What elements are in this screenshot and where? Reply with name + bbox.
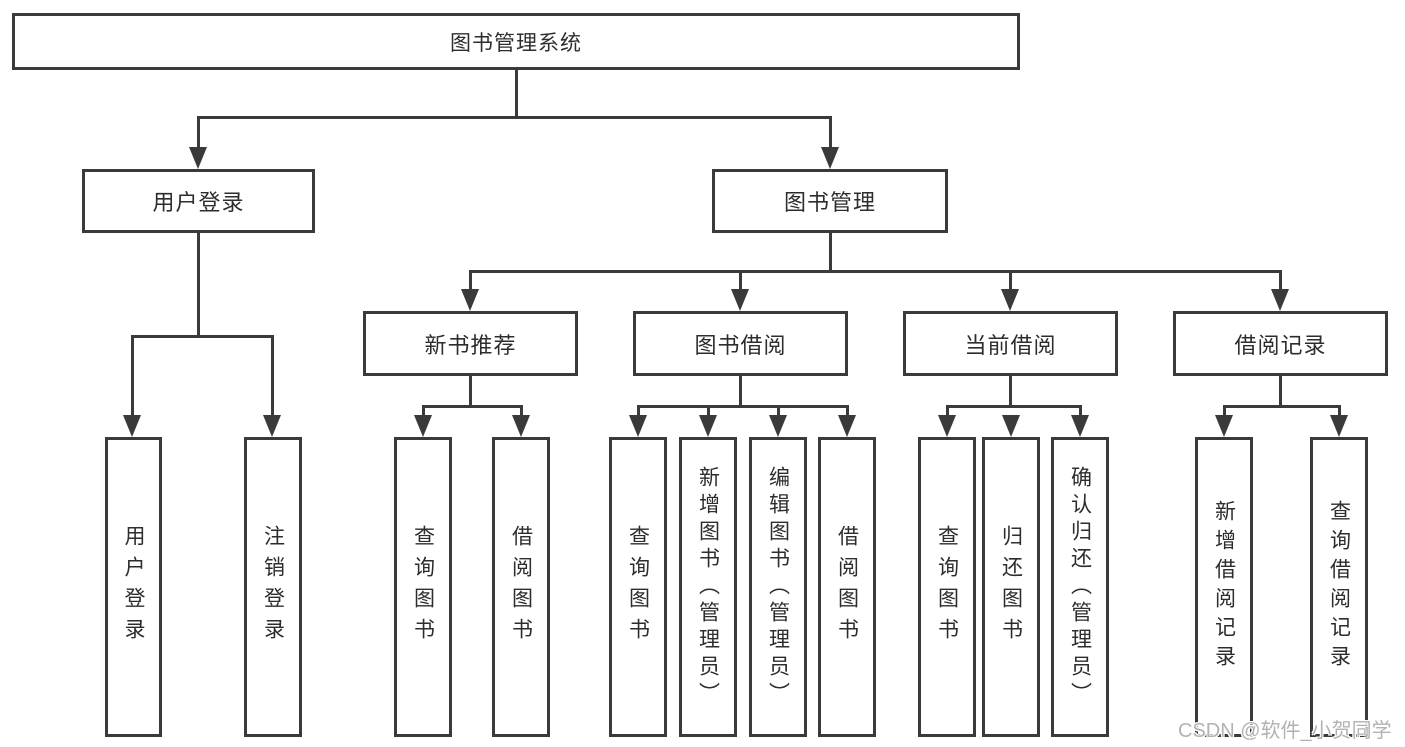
connector-line xyxy=(422,405,425,418)
leaf-label: 查询图书 xyxy=(411,525,435,649)
arrow-down-icon xyxy=(1001,289,1019,311)
leaf-label: 归还图书 xyxy=(999,525,1023,649)
leaf-label: 用户登录 xyxy=(122,525,145,649)
arrow-down-icon xyxy=(699,415,717,437)
connector-line xyxy=(131,335,273,338)
leaf-nbr-borrow-books: 借阅图书 xyxy=(492,437,550,737)
connector-line xyxy=(197,116,200,150)
leaf-user-login: 用户登录 xyxy=(105,437,162,737)
node-label: 新书推荐 xyxy=(424,332,517,358)
leaf-label: 确认归还（管理员） xyxy=(1068,465,1092,709)
leaf-logout: 注销登录 xyxy=(244,437,302,737)
leaf-label: 新增借阅记录 xyxy=(1212,500,1236,674)
connector-line xyxy=(1009,374,1012,407)
connector-line xyxy=(131,335,134,418)
leaf-label: 新增图书（管理员） xyxy=(696,465,720,709)
csdn-watermark: CSDN @软件_小贺同学 xyxy=(1178,720,1392,742)
connector-line xyxy=(515,68,518,118)
leaf-cb-return-books: 归还图书 xyxy=(982,437,1040,737)
leaf-label: 编辑图书（管理员） xyxy=(766,465,790,709)
leaf-label: 注销登录 xyxy=(261,525,285,649)
node-label: 图书管理系统 xyxy=(450,31,582,55)
connector-line xyxy=(469,374,472,407)
connector-line xyxy=(197,116,832,119)
arrow-down-icon xyxy=(1330,415,1348,437)
arrow-down-icon xyxy=(821,147,839,169)
connector-line xyxy=(1079,405,1082,418)
connector-line xyxy=(739,270,742,292)
leaf-label: 查询图书 xyxy=(935,525,959,649)
connector-line xyxy=(946,405,1082,408)
connector-line xyxy=(1223,405,1341,408)
leaf-label: 查询借阅记录 xyxy=(1327,500,1351,674)
arrow-down-icon xyxy=(1002,415,1020,437)
arrow-down-icon xyxy=(263,415,281,437)
connector-line xyxy=(637,405,640,418)
node-user-login: 用户登录 xyxy=(82,169,315,233)
leaf-bb-query-books: 查询图书 xyxy=(609,437,667,737)
arrow-down-icon xyxy=(461,289,479,311)
connector-line xyxy=(1279,374,1282,407)
leaf-cb-query-books: 查询图书 xyxy=(918,437,976,737)
leaf-br-add-borrow-record: 新增借阅记录 xyxy=(1195,437,1253,737)
connector-line xyxy=(946,405,949,418)
connector-line xyxy=(1223,405,1226,418)
connector-line xyxy=(846,405,849,418)
node-library-management-system: 图书管理系统 xyxy=(12,13,1020,70)
leaf-bb-borrow-books: 借阅图书 xyxy=(818,437,876,737)
leaf-label: 查询图书 xyxy=(626,525,650,649)
node-new-book-recommendation: 新书推荐 xyxy=(363,311,578,376)
connector-line xyxy=(707,405,710,418)
arrow-down-icon xyxy=(123,415,141,437)
connector-line xyxy=(469,270,1282,273)
arrow-down-icon xyxy=(938,415,956,437)
arrow-down-icon xyxy=(1071,415,1089,437)
connector-line xyxy=(637,405,849,408)
connector-line xyxy=(1338,405,1341,418)
node-label: 借阅记录 xyxy=(1234,332,1327,358)
arrow-down-icon xyxy=(189,147,207,169)
leaf-label: 借阅图书 xyxy=(509,525,533,649)
arrow-down-icon xyxy=(731,289,749,311)
connector-line xyxy=(1009,270,1012,292)
node-borrowing-records: 借阅记录 xyxy=(1173,311,1388,376)
arrow-down-icon xyxy=(769,415,787,437)
arrow-down-icon xyxy=(838,415,856,437)
node-book-management: 图书管理 xyxy=(712,169,948,233)
connector-line xyxy=(469,270,472,292)
leaf-label: 借阅图书 xyxy=(835,525,859,649)
connector-line xyxy=(520,405,523,418)
leaf-bb-add-books-admin: 新增图书（管理员） xyxy=(679,437,737,737)
connector-line xyxy=(422,405,523,408)
connector-line xyxy=(829,231,832,272)
node-book-borrowing: 图书借阅 xyxy=(633,311,848,376)
arrow-down-icon xyxy=(1215,415,1233,437)
connector-line xyxy=(197,231,200,337)
leaf-br-query-borrow-record: 查询借阅记录 xyxy=(1310,437,1368,737)
node-label: 用户登录 xyxy=(152,190,245,215)
arrow-down-icon xyxy=(1271,289,1289,311)
node-current-borrowing: 当前借阅 xyxy=(903,311,1118,376)
arrow-down-icon xyxy=(512,415,530,437)
node-label: 图书管理 xyxy=(783,190,876,215)
leaf-bb-edit-books-admin: 编辑图书（管理员） xyxy=(749,437,807,737)
arrow-down-icon xyxy=(629,415,647,437)
leaf-cb-confirm-return-admin: 确认归还（管理员） xyxy=(1051,437,1109,737)
arrow-down-icon xyxy=(414,415,432,437)
leaf-nbr-query-books: 查询图书 xyxy=(394,437,452,737)
node-label: 当前借阅 xyxy=(964,332,1057,358)
connector-line xyxy=(271,335,274,418)
connector-line xyxy=(829,116,832,150)
node-label: 图书借阅 xyxy=(694,332,787,358)
connector-line xyxy=(777,405,780,418)
connector-line xyxy=(739,374,742,407)
connector-line xyxy=(1279,270,1282,292)
